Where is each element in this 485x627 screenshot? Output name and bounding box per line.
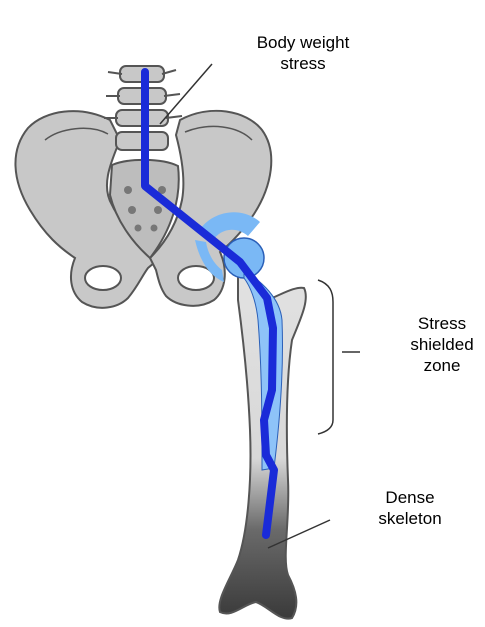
stress-shielded-label-line-2: shielded [402, 334, 482, 355]
stress-shielded-bracket [318, 280, 333, 434]
stress-shielded-label-line-3: zone [402, 355, 482, 376]
dense-skeleton-label-line-2: skeleton [360, 508, 460, 529]
body-weight-stress-label: Body weight stress [228, 32, 378, 74]
dense-skeleton-label: Dense skeleton [360, 487, 460, 529]
stress-shielded-label-line-1: Stress [402, 313, 482, 334]
stress-shielded-zone-label: Stress shielded zone [402, 313, 482, 376]
body-weight-label-line-1: Body weight [228, 32, 378, 53]
body-weight-label-line-2: stress [228, 53, 378, 74]
dense-skeleton-label-line-1: Dense [360, 487, 460, 508]
left-obturator-foramen [85, 266, 121, 290]
